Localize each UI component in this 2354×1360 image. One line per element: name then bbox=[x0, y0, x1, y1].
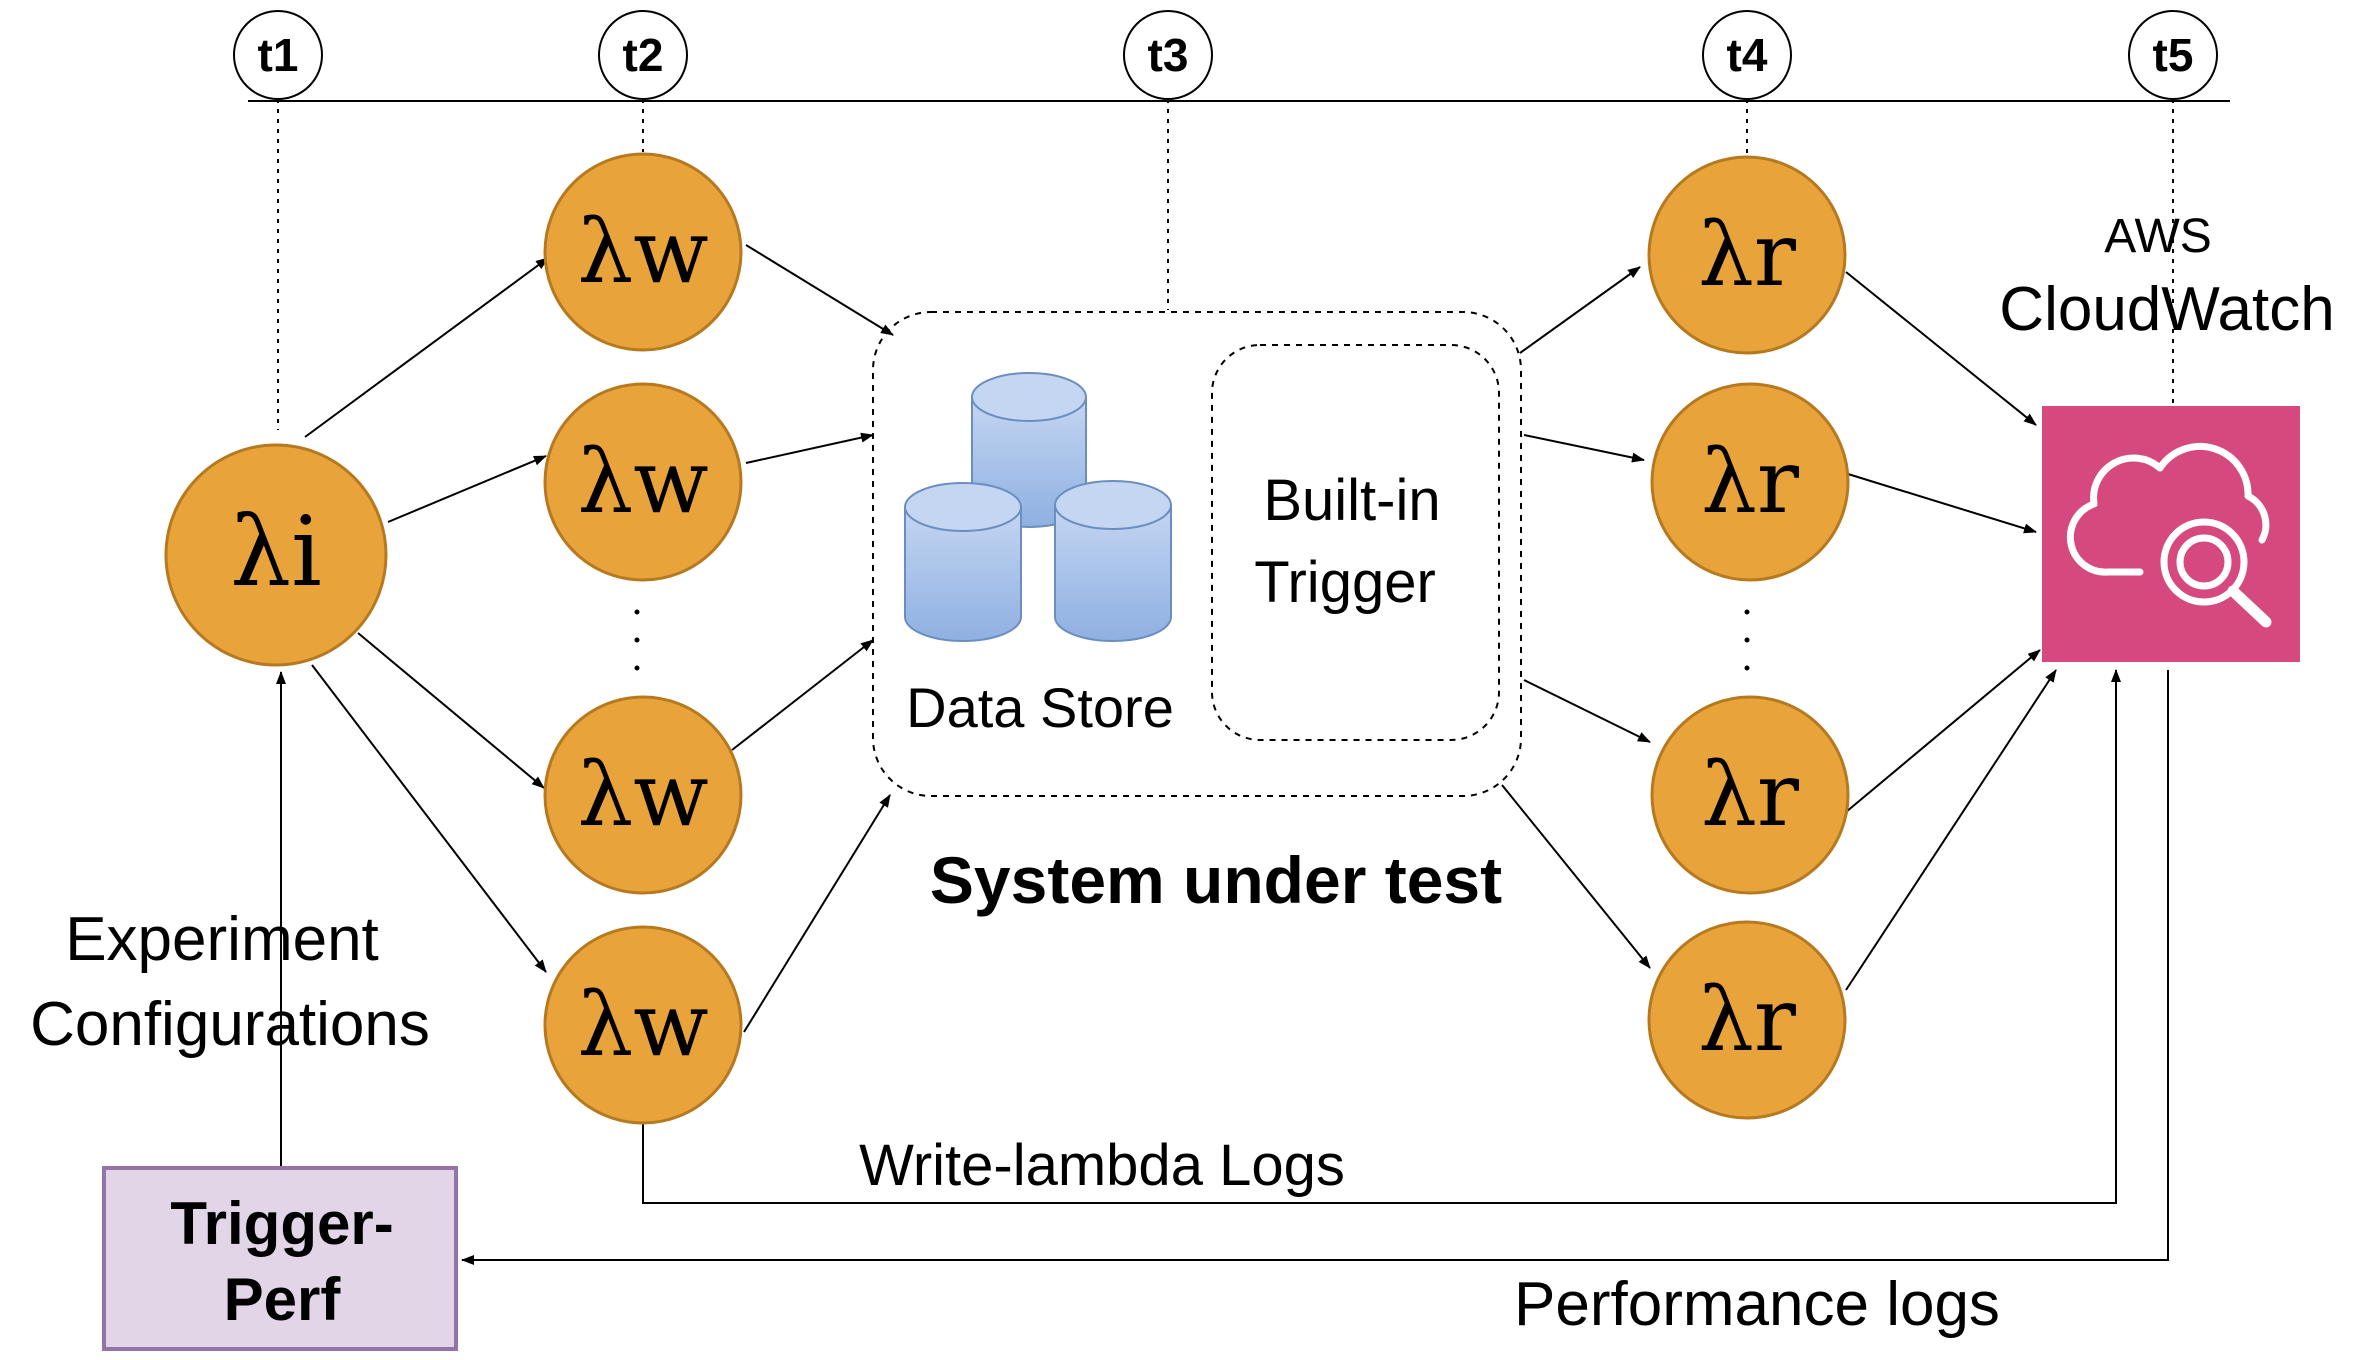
lambda-reader-node-4: λr bbox=[1647, 920, 1847, 1120]
performance-logs-edge bbox=[461, 670, 2169, 1265]
reader-ellipsis bbox=[1744, 609, 1750, 671]
experiment-config-label-1: Experiment bbox=[65, 905, 379, 974]
lambda-writer-node-2: λw bbox=[543, 382, 743, 582]
lambda-initiator-label: λi bbox=[230, 496, 322, 608]
trigger-perf-label-2: Perf bbox=[224, 1266, 342, 1333]
lambda-writer-node-4: λw bbox=[543, 925, 743, 1125]
tick-t3-label: t3 bbox=[1148, 29, 1189, 81]
lambda-reader-label-2: λr bbox=[1701, 430, 1800, 533]
tick-t1: t1 bbox=[233, 10, 323, 430]
system-under-test-title: System under test bbox=[930, 843, 1502, 917]
edges-readers-to-cloudwatch bbox=[1845, 271, 2057, 991]
lambda-writer-label-3: λw bbox=[577, 743, 708, 846]
built-in-trigger-label-1: Built-in bbox=[1263, 468, 1440, 533]
lambda-initiator-node: λi bbox=[164, 443, 388, 667]
lambda-reader-label-3: λr bbox=[1701, 743, 1800, 846]
database-cylinders-icon bbox=[904, 372, 1172, 642]
system-under-test: Built-in Trigger Data Store bbox=[872, 311, 1522, 797]
lambda-reader-label-4: λr bbox=[1698, 968, 1797, 1071]
lambda-writer-label-2: λw bbox=[577, 430, 708, 533]
lambda-writer-node-3: λw bbox=[543, 695, 743, 895]
performance-logs-label: Performance logs bbox=[1514, 1270, 2000, 1339]
tick-t5-label: t5 bbox=[2153, 29, 2194, 81]
lambda-writer-node-1: λw bbox=[543, 152, 743, 352]
tick-t4: t4 bbox=[1702, 10, 1792, 155]
edges-initiator-to-writers bbox=[304, 257, 549, 973]
tick-t2: t2 bbox=[598, 10, 688, 152]
lambda-reader-node-1: λr bbox=[1647, 155, 1847, 355]
lambda-writer-label-1: λw bbox=[577, 200, 708, 303]
tick-t5: t5 bbox=[2128, 10, 2218, 405]
experiment-config-label-2: Configurations bbox=[30, 990, 430, 1059]
cloud-magnifier-icon bbox=[2066, 443, 2272, 628]
cloudwatch-label-1: AWS bbox=[2104, 210, 2212, 263]
trigger-perf-label-1: Trigger- bbox=[170, 1190, 393, 1257]
write-lambda-logs-label: Write-lambda Logs bbox=[859, 1133, 1345, 1198]
built-in-trigger-box bbox=[1211, 344, 1500, 741]
edges-system-to-readers bbox=[1501, 266, 1651, 969]
built-in-trigger-label-2: Trigger bbox=[1254, 550, 1436, 615]
tick-t3: t3 bbox=[1123, 10, 1213, 310]
tick-t4-label: t4 bbox=[1727, 29, 1768, 81]
write-lambda-logs-edge bbox=[642, 669, 2121, 1204]
cloudwatch-label-2: CloudWatch bbox=[1999, 275, 2334, 344]
tick-t1-label: t1 bbox=[258, 29, 299, 81]
data-store-label: Data Store bbox=[906, 676, 1174, 739]
trigger-perf-node: Trigger- Perf bbox=[102, 1166, 458, 1351]
lambda-writer-label-4: λw bbox=[577, 973, 708, 1076]
lambda-reader-label-1: λr bbox=[1698, 203, 1797, 306]
cloudwatch-node bbox=[2042, 406, 2300, 662]
timeline: t1 t2 t3 t4 t5 bbox=[233, 10, 2230, 430]
lambda-reader-node-2: λr bbox=[1650, 382, 1850, 582]
tick-t2-label: t2 bbox=[623, 29, 664, 81]
writer-ellipsis bbox=[634, 609, 640, 671]
edges-writers-to-system bbox=[731, 244, 894, 1033]
lambda-reader-node-3: λr bbox=[1650, 695, 1850, 895]
